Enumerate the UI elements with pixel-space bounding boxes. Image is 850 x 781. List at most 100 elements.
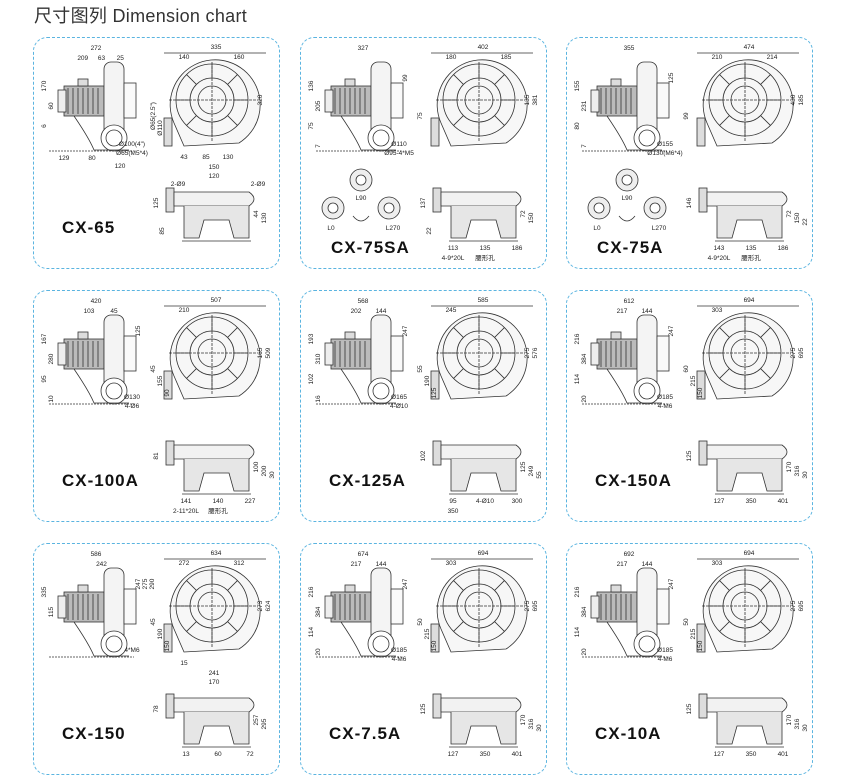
- dimension-label: L270: [386, 225, 401, 232]
- dimension-label: 150: [209, 164, 220, 171]
- dimension-label: 384: [581, 353, 588, 364]
- stand: [73, 621, 129, 657]
- motor-body: [63, 338, 105, 370]
- stand: [73, 115, 129, 151]
- outlet-flange: [432, 187, 442, 213]
- volute-housing: [702, 59, 794, 147]
- dimension-label: 114: [574, 626, 581, 637]
- outlet-flange: [696, 623, 706, 653]
- dimension-label: 245: [446, 307, 457, 314]
- outlet-flange: [165, 187, 175, 213]
- outlet-flange: [698, 440, 708, 466]
- dimension-label: 170: [41, 80, 48, 91]
- dimension-label: 384: [581, 606, 588, 617]
- dimension-label: 350: [746, 751, 757, 758]
- dimension-label: Ø65(M5*4): [116, 150, 148, 157]
- stand: [606, 368, 662, 404]
- housing-top-view: [706, 191, 788, 207]
- dimension-label: 125: [135, 325, 142, 336]
- model-label: CX-65: [62, 218, 116, 237]
- dimension-label: 205: [315, 100, 322, 111]
- inlet-duct: [390, 335, 404, 372]
- dimension-label: 155: [574, 80, 581, 91]
- dimension-label: 2-11*20L: [173, 508, 199, 515]
- dimension-label: 695: [798, 347, 805, 358]
- dimension-label: 420: [91, 298, 102, 305]
- dimension-label: L90: [356, 195, 367, 202]
- dimension-label: Ø110: [157, 120, 164, 136]
- dimension-label: 190: [424, 375, 431, 386]
- dimension-label: 100: [253, 461, 260, 472]
- dimension-label: 275: [790, 347, 797, 358]
- dimension-label: 247: [135, 578, 142, 589]
- terminal-box: [610, 584, 622, 593]
- dimension-label: 141: [181, 498, 192, 505]
- dimension-label: 50: [683, 618, 690, 626]
- stand: [340, 621, 396, 657]
- dimension-label: 474: [744, 44, 755, 51]
- dimension-label: 241: [209, 670, 220, 677]
- dimension-label: 335: [41, 586, 48, 597]
- dimension-label: 20: [581, 395, 588, 403]
- base-view-drawing: [432, 693, 522, 748]
- outlet-flange: [163, 370, 173, 400]
- dimension-label: 180: [446, 54, 457, 61]
- dimension-label: 568: [358, 298, 369, 305]
- motor-fan-cover: [590, 342, 600, 366]
- inlet-duct: [656, 82, 670, 119]
- front-view-drawing: [696, 305, 799, 400]
- model-label: CX-10A: [595, 724, 662, 743]
- dimension-label: 30: [802, 471, 809, 479]
- inlet-duct: [390, 82, 404, 119]
- outlet-flange: [100, 630, 128, 658]
- outlet-flange: [165, 440, 175, 466]
- front-view-drawing: [163, 52, 266, 147]
- dimension-label: 144: [642, 561, 653, 568]
- dimension-label: 310: [315, 353, 322, 364]
- base-frame: [450, 712, 517, 745]
- base-frame: [716, 459, 783, 492]
- dimension-label: 95: [41, 375, 48, 383]
- dimension-label: 4-M6: [658, 403, 673, 410]
- dimension-label: 155: [157, 375, 164, 386]
- dimension-label: 585: [478, 297, 489, 304]
- stand: [606, 115, 662, 151]
- dimension-label: 114: [308, 626, 315, 637]
- dimension-label: 腰形孔: [741, 254, 761, 262]
- dimension-label: Ø65(2.5"): [150, 102, 157, 130]
- dimension-label: 127: [714, 751, 725, 758]
- base-view-drawing: [698, 693, 788, 748]
- dimension-label: 13: [182, 751, 190, 758]
- dimension-label: 135: [524, 94, 531, 105]
- dimension-label: 170: [209, 679, 220, 686]
- dimension-label: 384: [315, 606, 322, 617]
- dimension-label: 214: [767, 54, 778, 61]
- outlet-flange: [163, 117, 173, 147]
- dimension-label: 113: [448, 245, 459, 252]
- motor-fan-cover: [590, 89, 600, 113]
- motor-fan-cover: [324, 89, 334, 113]
- housing-top-view: [706, 444, 788, 460]
- dimension-label: 60: [48, 102, 55, 110]
- dimension-label: 150: [697, 640, 704, 651]
- terminal-box: [344, 78, 356, 87]
- dimension-label: 242: [96, 561, 107, 568]
- stand: [340, 115, 396, 151]
- page-title: 尺寸图列 Dimension chart: [34, 6, 248, 26]
- volute-housing: [436, 565, 528, 653]
- dimension-label: 280: [48, 353, 55, 364]
- dimension-label: 130: [261, 212, 268, 223]
- dimension-label: Ø130(M6*4): [647, 150, 682, 157]
- stand: [73, 368, 129, 404]
- dimension-label: 30: [269, 471, 276, 479]
- base-frame: [450, 459, 517, 492]
- dimension-label: 15: [180, 660, 188, 667]
- motor-body: [596, 591, 638, 623]
- dimension-label: 401: [512, 751, 523, 758]
- dimension-label: 22: [426, 227, 433, 235]
- dimension-label: 215: [424, 628, 431, 639]
